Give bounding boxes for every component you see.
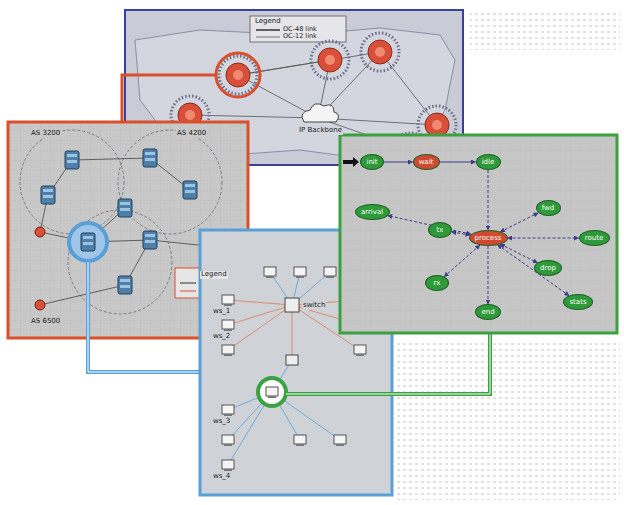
state-label: route (585, 235, 604, 242)
transition-line (498, 245, 569, 296)
transition-line (384, 162, 413, 163)
legend-text: OC-12 link (283, 33, 317, 40)
state-label: idle (482, 159, 495, 166)
transition-line (452, 232, 470, 235)
map-label: ws_2 (212, 333, 231, 341)
state-label: arrival (361, 209, 383, 216)
transition-line (488, 246, 489, 304)
state-node: rx (425, 275, 449, 291)
state-label: rx (434, 280, 441, 287)
transition-line (488, 170, 489, 230)
map-label: AS 4200 (176, 130, 207, 138)
state-node: tx (428, 222, 452, 238)
state-node: fwd (536, 200, 561, 216)
state-label: stats (569, 299, 586, 306)
state-node: arrival (355, 204, 390, 220)
state-label: process (475, 235, 502, 242)
state-node: drop (534, 260, 562, 276)
state-node: end (475, 304, 501, 320)
map-label: AS 6500 (30, 318, 61, 326)
state-label: fwd (542, 205, 555, 212)
state-node: stats (563, 294, 593, 310)
state-label: tx (437, 227, 444, 234)
state-label: wait (419, 159, 434, 166)
map-label: Legend (254, 18, 282, 26)
state-label: init (366, 159, 377, 166)
map-label: IP Backbone (298, 127, 343, 135)
map-label: ws_4 (212, 473, 231, 481)
transition-line (508, 238, 579, 239)
transition-line (500, 213, 538, 232)
state-node: idle (476, 154, 501, 170)
transition-line (444, 245, 480, 276)
transition-line (440, 162, 476, 163)
state-label: end (481, 309, 494, 316)
state-label: drop (540, 265, 556, 272)
state-node: wait (413, 154, 440, 170)
map-label: ws_3 (212, 418, 231, 426)
state-node: init (360, 154, 384, 170)
map-label: AS 3200 (30, 130, 61, 138)
state-node: route (579, 230, 610, 246)
map-label: ws_1 (212, 308, 231, 316)
state-node: process (469, 230, 508, 246)
map-label: switch (302, 302, 326, 310)
map-label: Legend (200, 271, 228, 279)
